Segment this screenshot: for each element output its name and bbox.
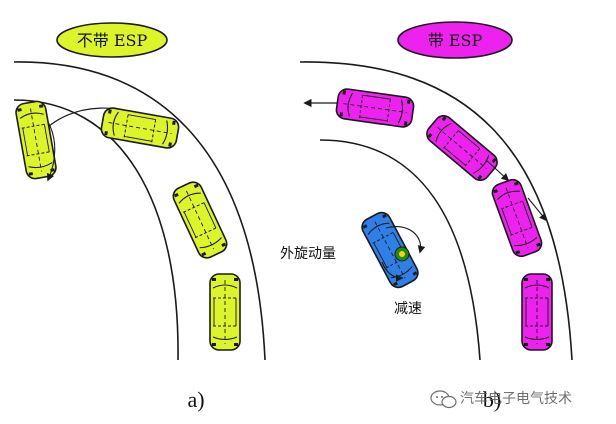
car-b-4 xyxy=(334,87,416,129)
car-b-3 xyxy=(422,111,502,185)
road-outer-edge-a xyxy=(13,61,266,361)
rotation-arrow-icon xyxy=(381,261,404,282)
car-a-2 xyxy=(169,178,231,262)
car-b-esp xyxy=(358,208,422,292)
badge-no-esp-text: 不带 ESP xyxy=(77,31,148,50)
watermark-text: 汽车电子电气技术 xyxy=(460,390,572,407)
panel-a-label: a) xyxy=(187,387,204,412)
road-inner-edge-b xyxy=(319,139,481,361)
rotation-arrow-icon xyxy=(385,226,426,254)
panel-b-label: b) xyxy=(483,387,501,412)
watermark: 汽车电子电气技术 xyxy=(430,390,572,409)
car-a-1 xyxy=(209,273,241,351)
car-b-1 xyxy=(521,273,553,351)
car-a-3 xyxy=(99,105,181,151)
car-b-2 xyxy=(489,176,545,260)
car-a-4 xyxy=(13,99,59,181)
decel-label: 减速 xyxy=(394,301,422,317)
panel-a: 不带 ESP a) xyxy=(13,22,266,412)
panel-b: 带 ESP 外旋动量 减速 b) xyxy=(280,21,573,412)
arrow-icon xyxy=(527,197,547,222)
brake-wheel-icon xyxy=(394,246,410,262)
badge-no-esp: 不带 ESP xyxy=(56,22,168,58)
road-outer-edge-b xyxy=(299,61,573,361)
moment-label: 外旋动量 xyxy=(280,246,336,262)
rotation-arrow-icon xyxy=(46,121,56,182)
badge-with-esp: 带 ESP xyxy=(397,21,513,59)
road-inner-edge-a xyxy=(13,99,179,361)
wechat-icon xyxy=(430,390,457,409)
badge-with-esp-text: 带 ESP xyxy=(428,31,483,50)
arrow-icon xyxy=(485,159,510,182)
